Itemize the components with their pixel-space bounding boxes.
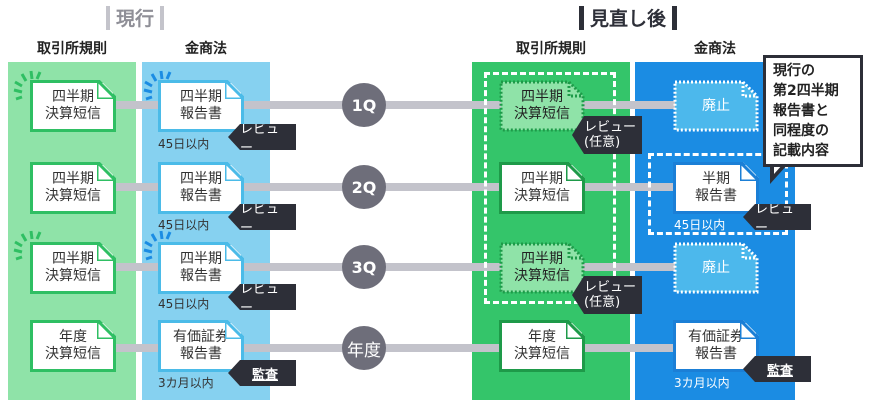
document-label: 四半期 報告書 xyxy=(180,171,222,204)
document-label: 四半期 報告書 xyxy=(180,251,222,284)
document-current-fiea-3q: 四半期 報告書 xyxy=(158,242,244,294)
document-label: 有価証券 報告書 xyxy=(173,329,229,362)
audit-badge: 監査 xyxy=(743,356,811,382)
page-fold-icon xyxy=(225,320,244,339)
period-circle-1q: 1Q xyxy=(342,83,386,127)
deadline-label: 45日以内 xyxy=(158,137,210,151)
callout-note: 現行の 第2四半期 報告書と 同程度の 記載内容 xyxy=(763,55,863,167)
column-title-revised-fiea: 金商法 xyxy=(694,41,736,57)
document-current-exchange-1q: 四半期 決算短信 xyxy=(30,80,116,132)
title-bar-right xyxy=(160,5,165,30)
document-current-fiea-1q: 四半期 報告書 xyxy=(158,80,244,132)
deadline-label: 45日以内 xyxy=(158,297,210,311)
sparkle-icon xyxy=(143,230,172,261)
document-revised-exchange-2q: 四半期 決算短信 xyxy=(499,162,585,214)
review-badge: レビュー xyxy=(228,284,296,310)
connector-line xyxy=(243,183,683,191)
column-title-revised-exchange: 取引所規則 xyxy=(516,41,586,57)
connector-line xyxy=(115,344,160,352)
document-revised-fiea-1q-abolished: 廃止 xyxy=(673,80,759,132)
connector-line xyxy=(115,263,160,271)
optional-review-badge: レビュー (任意) xyxy=(572,116,642,154)
dotted-document-shape xyxy=(499,242,585,294)
section-title-current: 現行 xyxy=(100,4,170,31)
document-revised-exchange-3q-optional: 四半期 決算短信 xyxy=(499,242,585,294)
section-title-current-text: 現行 xyxy=(116,8,155,30)
document-label: 廃止 xyxy=(702,259,730,276)
deadline-label: 45日以内 xyxy=(158,218,210,232)
title-bar-right xyxy=(672,5,678,30)
document-revised-fiea-3q-abolished: 廃止 xyxy=(673,242,759,294)
connector-line xyxy=(243,263,683,271)
section-title-revised: 見直し後 xyxy=(573,4,683,31)
document-label: 廃止 xyxy=(702,97,730,114)
dotted-document-shape xyxy=(499,80,585,132)
page-fold-icon xyxy=(566,320,585,339)
document-revised-fiea-half-year: 半期 報告書 xyxy=(673,162,759,214)
section-title-revised-text: 見直し後 xyxy=(590,8,667,30)
page-fold-icon xyxy=(97,162,116,181)
page-fold-icon xyxy=(97,242,116,261)
connector-line xyxy=(243,344,683,352)
document-label: 四半期 決算短信 xyxy=(45,171,101,204)
deadline-label: 45日以内 xyxy=(674,218,726,232)
document-label: 四半期 決算短信 xyxy=(45,89,101,122)
document-current-exchange-3q: 四半期 決算短信 xyxy=(30,242,116,294)
connector-line xyxy=(115,183,160,191)
document-label: 年度 決算短信 xyxy=(514,329,570,362)
document-revised-exchange-annual: 年度 決算短信 xyxy=(499,320,585,372)
document-label: 有価証券 報告書 xyxy=(688,329,744,362)
sparkle-icon xyxy=(143,70,172,101)
page-fold-icon xyxy=(225,80,244,99)
dotted-document-shape xyxy=(673,242,759,294)
sparkle-icon xyxy=(13,230,42,261)
period-circle-2q: 2Q xyxy=(342,165,386,209)
connector-line xyxy=(243,101,683,109)
deadline-label: 3カ月以内 xyxy=(674,376,730,390)
document-label: 年度 決算短信 xyxy=(45,329,101,362)
page-fold-icon xyxy=(740,162,759,181)
document-current-fiea-2q: 四半期 報告書 xyxy=(158,162,244,214)
page-fold-icon xyxy=(97,320,116,339)
review-badge: レビュー xyxy=(228,124,296,150)
document-label: 四半期 決算短信 xyxy=(514,251,570,284)
document-label: 四半期 決算短信 xyxy=(514,89,570,122)
review-badge: レビュー xyxy=(228,204,296,230)
audit-badge: 監査 xyxy=(228,360,296,386)
optional-review-badge: レビュー (任意) xyxy=(572,276,642,314)
half-year-report-group-box xyxy=(648,153,788,235)
document-label: 四半期 決算短信 xyxy=(45,251,101,284)
optional-review-group-box xyxy=(484,72,616,304)
deadline-label: 3カ月以内 xyxy=(158,376,214,390)
page-fold-icon xyxy=(97,80,116,99)
page-fold-icon xyxy=(740,320,759,339)
document-revised-fiea-annual: 有価証券 報告書 xyxy=(673,320,759,372)
review-badge: レビュー xyxy=(743,204,811,230)
document-label: 四半期 報告書 xyxy=(180,89,222,122)
document-revised-exchange-1q-optional: 四半期 決算短信 xyxy=(499,80,585,132)
column-title-current-exchange: 取引所規則 xyxy=(37,41,107,57)
document-current-exchange-annual: 年度 決算短信 xyxy=(30,320,116,372)
dotted-document-shape xyxy=(673,80,759,132)
period-circle-3q: 3Q xyxy=(342,245,386,289)
document-current-exchange-2q: 四半期 決算短信 xyxy=(30,162,116,214)
period-circle-annual: 年度 xyxy=(342,326,386,370)
document-label: 四半期 決算短信 xyxy=(514,171,570,204)
callout-tail xyxy=(770,164,788,184)
document-label: 半期 報告書 xyxy=(695,171,737,204)
connector-line xyxy=(115,101,160,109)
title-bar-left xyxy=(579,5,584,30)
page-fold-icon xyxy=(225,162,244,181)
document-current-fiea-annual: 有価証券 報告書 xyxy=(158,320,244,372)
title-bar-left xyxy=(106,5,110,30)
page-fold-icon xyxy=(566,162,585,181)
page-fold-icon xyxy=(225,242,244,261)
sparkle-icon xyxy=(13,70,42,101)
column-title-current-fiea: 金商法 xyxy=(185,41,227,57)
